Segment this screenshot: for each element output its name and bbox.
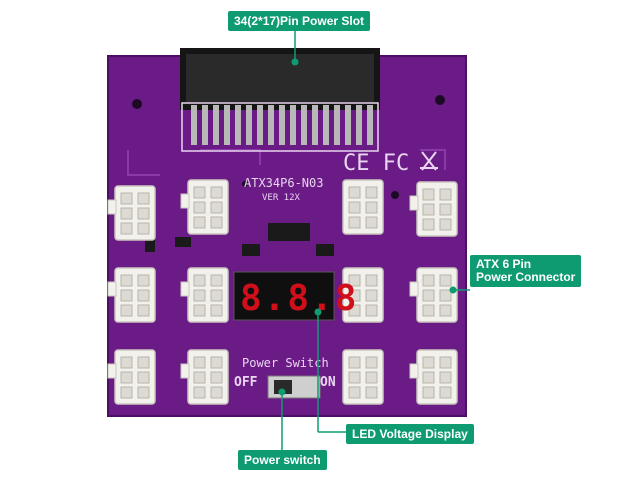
led-display: 8.8.8 <box>233 271 358 321</box>
switch-title: Power Switch <box>242 356 329 370</box>
callout-power-switch: Power switch <box>238 450 327 470</box>
version-label: VER 12X <box>262 193 301 203</box>
led-digits: 8.8.8 <box>240 278 358 319</box>
callout-atx-line2: Power Connector <box>476 270 576 284</box>
on-label: ON <box>320 375 336 390</box>
power-slot <box>180 48 380 152</box>
callout-atx-line1: ATX 6 Pin <box>476 257 532 271</box>
callout-power-slot: 34(2*17)Pin Power Slot <box>228 11 371 31</box>
power-switch <box>267 375 321 399</box>
certification-marks: CE FC <box>343 151 409 176</box>
callout-atx-connector: ATX 6 Pin Power Connector <box>470 255 582 287</box>
callout-led-display: LED Voltage Display <box>346 424 474 444</box>
off-label: OFF <box>234 375 258 390</box>
model-label: ATX34P6-N03 <box>244 176 323 190</box>
